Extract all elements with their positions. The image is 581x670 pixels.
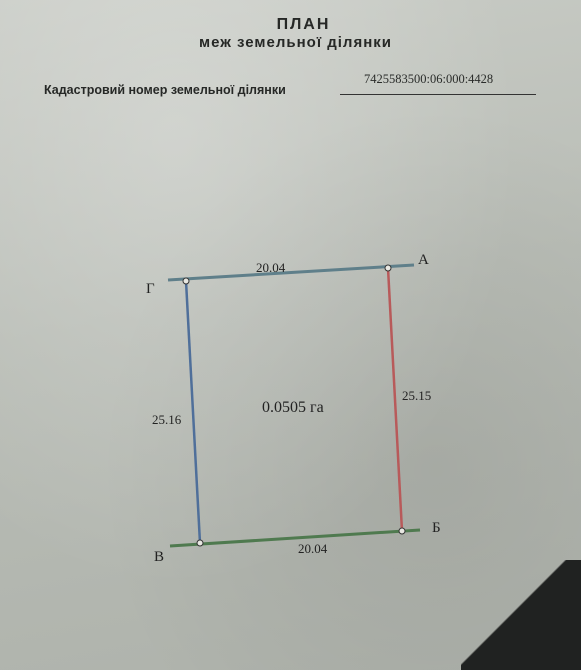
background-corner bbox=[461, 560, 581, 670]
cadastral-number: 7425583500:06:000:4428 bbox=[364, 72, 494, 86]
cadastral-underline bbox=[340, 94, 536, 95]
vertex-g-label: Г bbox=[146, 281, 155, 297]
top-side-length: 20.04 bbox=[256, 260, 286, 275]
vertex-a-marker bbox=[384, 264, 392, 272]
vertex-b-label: Б bbox=[432, 520, 441, 536]
plan-subtitle: меж земельної ділянки bbox=[198, 34, 392, 51]
bottom-side-line bbox=[169, 528, 421, 548]
vertex-v-label: В bbox=[154, 549, 164, 565]
vertex-v-marker bbox=[196, 539, 204, 547]
cadastral-row: Кадастровий номер земельної ділянки 7425… bbox=[44, 72, 536, 98]
plan-title: ПЛАН bbox=[276, 16, 331, 33]
vertex-g-marker bbox=[182, 277, 190, 285]
vertex-b-marker bbox=[398, 527, 406, 535]
right-side-line bbox=[386, 267, 404, 532]
bottom-side-length: 20.04 bbox=[298, 541, 328, 556]
left-side-line bbox=[184, 280, 202, 544]
cadastral-label: Кадастровий номер земельної ділянки bbox=[44, 83, 286, 97]
right-side-length: 25.15 bbox=[402, 388, 431, 403]
vertex-a-label: А bbox=[418, 252, 429, 268]
plot-area: 0.0505 га bbox=[262, 399, 324, 416]
left-side-length: 25.16 bbox=[152, 412, 182, 427]
top-side-line bbox=[167, 263, 415, 282]
